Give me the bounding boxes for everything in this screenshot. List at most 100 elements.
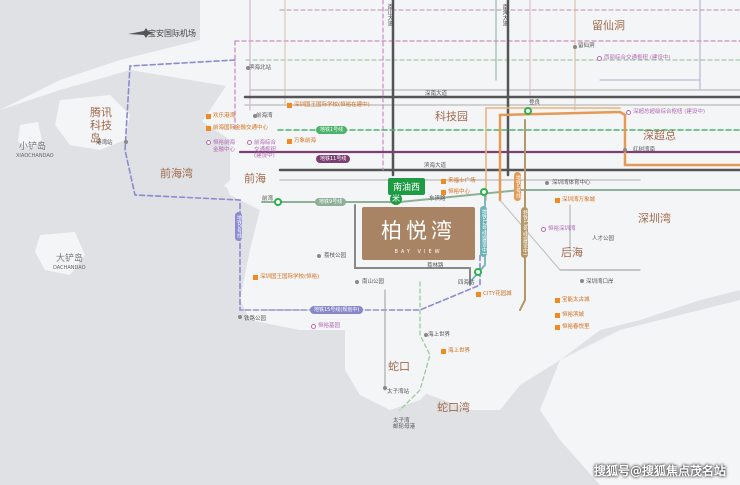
poi-marker <box>206 114 211 119</box>
area-shenzhenwan: 深圳湾 <box>638 212 671 225</box>
area-shekouwan: 蛇口湾 <box>437 401 470 414</box>
poi-marker <box>253 275 258 280</box>
land-qianhai <box>130 60 740 410</box>
poi-dot <box>355 280 359 284</box>
area-qianhaiwan: 前海湾 <box>160 167 193 180</box>
poi-hengyu-shenzhenwan: 恒裕深圳湾 <box>548 226 576 232</box>
poi-marker <box>287 103 292 108</box>
station-taizi: 太子湾站 <box>387 389 410 395</box>
poi-nanshan-park: 南山公园 <box>362 279 385 285</box>
pill-line11: 地铁11号线 <box>316 155 351 163</box>
poi-qianhai-traffic: 前海综合 交通枢纽 (建设中) <box>254 140 277 160</box>
station-dot-taizi <box>383 386 387 390</box>
poi-plan-marker <box>597 56 602 61</box>
road-shennan-dadao: 深南大道 <box>425 91 448 97</box>
airplane-icon <box>128 28 152 38</box>
station-dot-dachanbei <box>246 66 250 70</box>
poi-hengyu-zhongxin: 恒裕中心 <box>448 189 471 195</box>
poi-marker <box>441 349 446 354</box>
poi-shenzhen-tiyu: 深圳湾体育中心 <box>552 180 591 186</box>
poi-plan-marker <box>206 140 211 145</box>
poi-plan-marker <box>247 140 252 145</box>
poi-marker <box>555 325 560 330</box>
area-tengxun: 腾讯 科技岛 <box>90 106 112 146</box>
airport-label: 宝安国际机场 <box>148 29 196 38</box>
area-shekou: 蛇口 <box>388 360 410 373</box>
poi-hengyu-qianhai: 恒裕前海 金融中心 <box>213 140 236 153</box>
poi-marker <box>441 190 446 195</box>
poi-shenzhen-wanxiang: 深圳湾万象城 <box>562 197 596 203</box>
poi-hengyu-jiyuan: 恒裕基园 <box>318 323 341 329</box>
road-nanhai-dadao: 南海大道 <box>501 4 508 26</box>
area-dachandao-en: DACHANDAO <box>53 265 86 271</box>
poi-dot <box>317 254 321 258</box>
station-qianwan: 前湾 <box>262 196 274 202</box>
pill-line5: 地铁5号线 <box>235 212 242 242</box>
station-marker-qianwan <box>274 198 282 206</box>
station-dot-kouan <box>580 279 584 283</box>
poi-school: 深圳国王国际学校(恒裕) <box>260 274 320 280</box>
project-card[interactable]: 柏悦湾 BAY VIEW <box>362 207 475 260</box>
station-dot-tielu <box>238 315 242 319</box>
station-gangwan: 港湾站 <box>96 140 113 146</box>
area-liuxiandong: 留仙洞 <box>592 19 625 32</box>
station-dengliang: 登良 <box>529 100 541 106</box>
poi-plan-marker <box>626 110 631 115</box>
road-dongbin-lu: 东滨路 <box>429 196 446 202</box>
station-dot-gangwan <box>124 140 128 144</box>
pill-line9: 地铁9号线 <box>315 198 347 206</box>
area-xiaochandao: 小铲岛 <box>19 142 47 152</box>
station-marker-dengliang <box>524 107 532 115</box>
watermark: 搜狐号@搜狐焦点茂名站 <box>593 464 726 478</box>
poi-plan-marker <box>311 324 316 329</box>
poi-shenchao-traffic: 深超总超级综合枢纽 (建设中) <box>633 109 706 115</box>
station-sihaizhan: 四海站 <box>458 280 475 286</box>
metro-icon: 米 <box>390 193 402 205</box>
station-rencai: 人才公园 <box>592 236 615 242</box>
poi-lizhi-park: 荔枝公园 <box>324 253 347 259</box>
poi-marker <box>287 139 292 144</box>
land-right-bottom <box>540 300 740 485</box>
poi-qianhai-finance: 前海国际金融交通中心 <box>213 125 269 131</box>
poi-city-garden: CITY花园城 <box>483 291 512 297</box>
station-shenzhenwan-kouan: 深圳湾口岸 <box>586 279 614 285</box>
station-tielu: 铁路公园 <box>244 316 267 322</box>
project-title: 柏悦湾 <box>381 219 456 243</box>
poi-marker <box>555 298 560 303</box>
land-island-tengxun <box>55 95 130 150</box>
poi-plan-marker <box>541 227 546 232</box>
poi-school-qianhai: 深圳国王国际学校(恒裕在建中) <box>294 102 370 108</box>
project-subtitle: BAY VIEW <box>394 249 443 255</box>
poi-haishangshijie: 海上世界 <box>448 348 471 354</box>
area-houhai: 后海 <box>561 246 583 259</box>
pill-line1: 地铁1号线 <box>316 126 348 134</box>
station-dot-qianhai <box>253 114 257 118</box>
road-binhai-dadao: 滨海大道 <box>424 163 447 169</box>
water-left <box>0 0 200 110</box>
station-qianhai: 前海湾 <box>256 113 273 119</box>
land-small-island <box>18 122 42 150</box>
poi-hengyu-bin: 恒裕滨城 <box>562 312 585 318</box>
poi-marker <box>555 313 560 318</box>
pill-line15: 地铁15号线(规划中) <box>310 306 364 314</box>
area-shenchaozong: 深超总 <box>643 129 676 142</box>
area-kejiyuan: 科技园 <box>435 110 468 123</box>
poi-marker <box>206 126 211 131</box>
poi-wanxiang: 万象前海 <box>294 138 317 144</box>
station-liuxian: 留仙洞 <box>578 43 595 49</box>
poi-dot <box>545 181 549 185</box>
poi-marker <box>555 198 560 203</box>
land-dachan <box>35 232 85 275</box>
area-xiaochandao-en: XIAOCHANDAO <box>16 153 54 159</box>
station-dot-liuxian <box>573 45 577 49</box>
station-main-label: 南油西 <box>388 178 426 195</box>
station-hongshu: 红树湾南 <box>633 147 656 153</box>
road-lilin-lu: 荔林路 <box>427 263 444 269</box>
poi-xili-traffic: 西丽综合交通枢纽 (建设中) <box>604 55 671 61</box>
station-marker-sihai <box>474 268 482 276</box>
land-shekou-tip <box>345 330 440 410</box>
station-dachanbei: 滨海北站 <box>249 65 272 71</box>
station-haishangshijie: 海上世界 <box>428 332 451 338</box>
